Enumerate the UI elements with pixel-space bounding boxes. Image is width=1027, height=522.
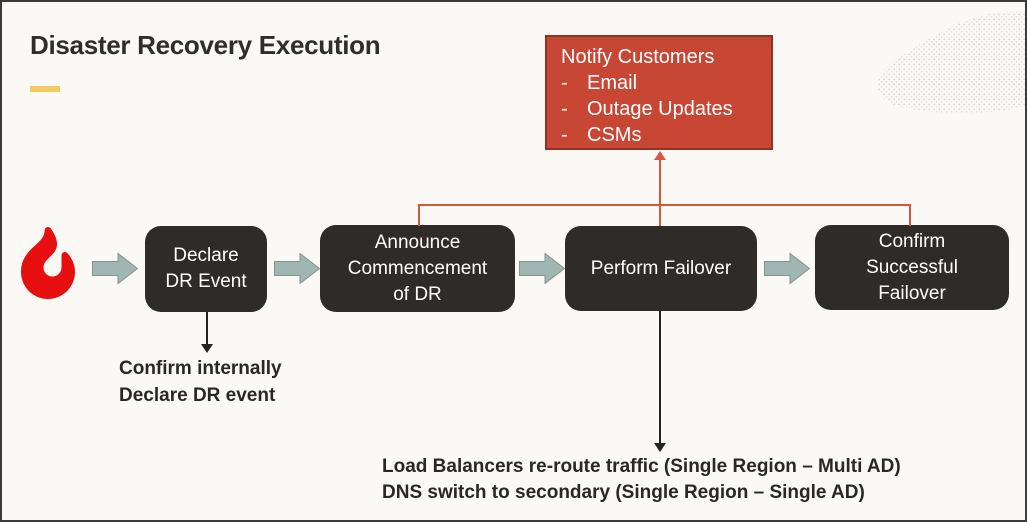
bullet-dash: - — [561, 72, 568, 94]
red-connector-announce-stub — [418, 204, 420, 226]
flow-arrow-icon — [92, 253, 138, 284]
notify-item: - Outage Updates — [561, 96, 765, 122]
title-underline — [30, 86, 60, 92]
flow-box-confirm-failover: Confirm Successful Failover — [815, 225, 1009, 310]
red-connector-horizontal — [418, 204, 911, 206]
flow-arrow-icon — [274, 253, 320, 284]
notify-box-title: Notify Customers — [561, 46, 715, 68]
black-arrow-declare — [206, 312, 208, 345]
bullet-dash: - — [561, 98, 568, 120]
flame-icon — [21, 226, 75, 299]
red-connector-confirm-stub — [909, 204, 911, 226]
black-down-arrowhead-icon — [654, 443, 666, 452]
red-connector-to-notify — [659, 158, 661, 226]
black-arrow-failover — [659, 311, 661, 444]
bullet-dash: - — [561, 124, 568, 146]
notify-item: - CSMs — [561, 122, 765, 148]
declare-note: Confirm internally Declare DR event — [119, 358, 282, 406]
black-down-arrowhead-icon — [201, 344, 213, 353]
flow-box-perform-failover: Perform Failover — [565, 226, 757, 311]
flow-arrow-icon — [519, 253, 565, 284]
notify-item-label: Email — [587, 72, 638, 94]
notify-item: - Email — [561, 70, 765, 96]
flow-box-announce-commencement: Announce Commencement of DR — [320, 225, 515, 312]
notify-item-label: Outage Updates — [587, 98, 733, 120]
red-up-arrowhead-icon — [654, 151, 666, 160]
flow-arrow-icon — [764, 253, 810, 284]
flow-box-declare-dr-event: Declare DR Event — [145, 226, 267, 312]
notify-item-label: CSMs — [587, 124, 642, 146]
failover-note: Load Balancers re-route traffic (Single … — [382, 456, 901, 503]
notify-customers-box: Notify Customers - Email - Outage Update… — [545, 35, 773, 150]
texture-blob — [877, 11, 1025, 114]
page-title: Disaster Recovery Execution — [30, 30, 381, 60]
